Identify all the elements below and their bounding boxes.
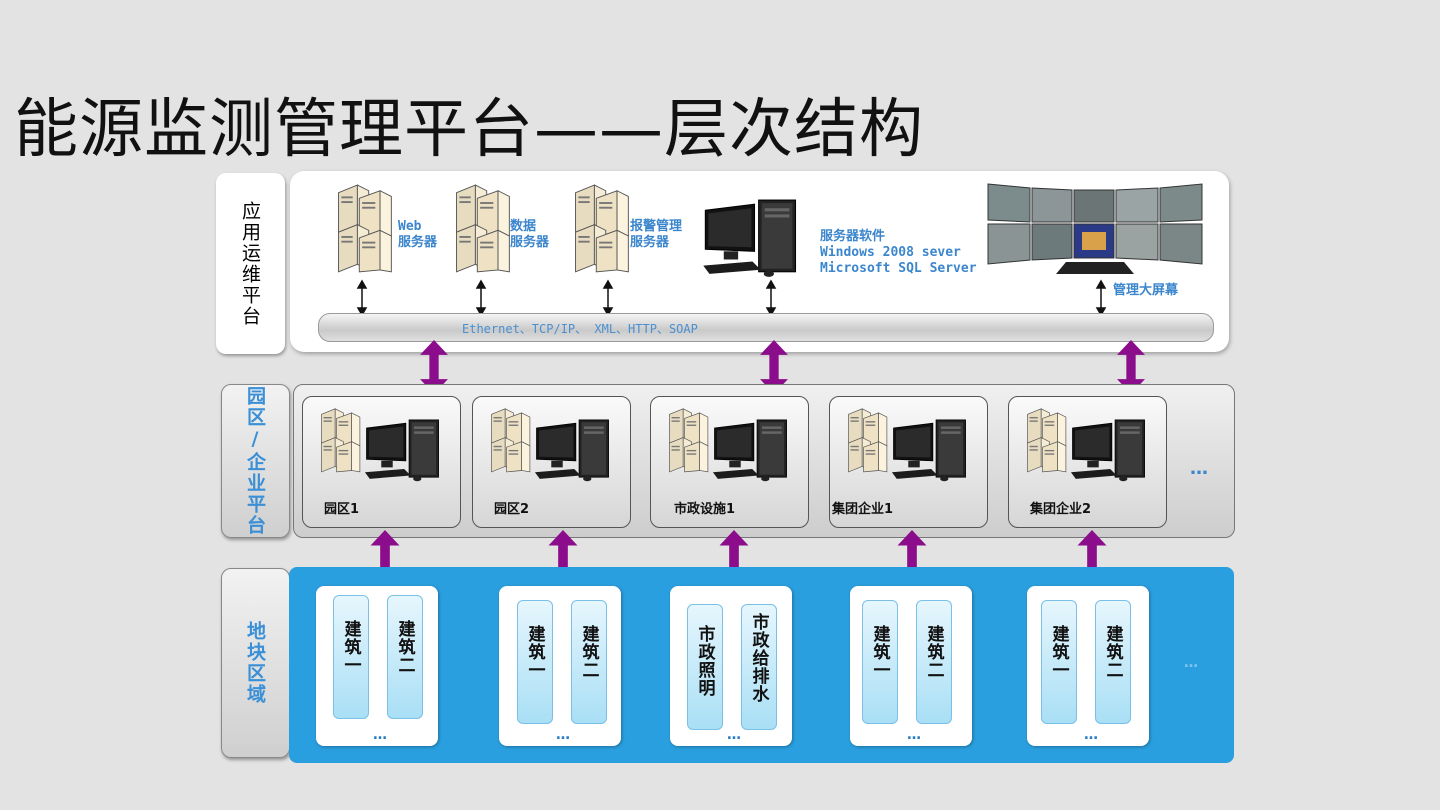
building-label: 市政给排水 [748, 613, 769, 703]
pc-icon [708, 418, 798, 484]
building-card: 建筑二 [1095, 600, 1131, 724]
software-label-line3: Microsoft SQL Server [820, 261, 977, 276]
data-server-label-line1: 数据 [510, 219, 537, 234]
data-server-label: 数据 服务器 [510, 219, 549, 251]
building-card: 建筑二 [387, 595, 423, 719]
building-card: 建筑一 [333, 595, 369, 719]
building-label: 市政照明 [694, 625, 715, 697]
network-bus [318, 313, 1214, 342]
server-icon [843, 402, 891, 478]
building-card: 市政照明 [687, 604, 723, 730]
layer-label-block-text: 地块区域 [244, 621, 266, 705]
pc-icon [1066, 418, 1156, 484]
pc-icon [530, 418, 620, 484]
software-label: 服务器软件 Windows 2008 sever Microsoft SQL S… [820, 229, 977, 277]
alarm-server-label-line2: 服务器 [630, 235, 670, 250]
software-label-line1: 服务器软件 [820, 229, 886, 244]
block-more-ellipsis: … [373, 727, 388, 743]
layer-label-park-text: 园区/企业平台 [244, 386, 266, 536]
site-label-2: 园区2 [494, 502, 530, 517]
building-card: 市政给排水 [741, 604, 777, 730]
server-icon [664, 402, 712, 478]
server-icon [486, 402, 534, 478]
alarm-server-label-line1: 报警管理 [630, 219, 683, 234]
site-label-5: 集团企业2 [1030, 502, 1092, 517]
bus-label: Ethernet、TCP/IP、 XML、HTTP、SOAP [462, 322, 698, 336]
building-label: 建筑一 [869, 625, 890, 679]
building-label: 建筑二 [394, 620, 415, 674]
pc-icon [360, 418, 450, 484]
alarm-server-label: 报警管理 服务器 [630, 219, 682, 251]
web-server-label: Web 服务器 [398, 219, 437, 251]
building-card: 建筑二 [916, 600, 952, 724]
video-wall-icon [987, 183, 1203, 274]
site-label-4: 集团企业1 [832, 502, 894, 517]
web-server-label-line1: Web [398, 219, 422, 234]
block-more-ellipsis: … [907, 727, 922, 743]
pc-icon [887, 418, 977, 484]
building-card: 建筑一 [862, 600, 898, 724]
building-card: 建筑一 [517, 600, 553, 724]
building-label: 建筑一 [524, 625, 545, 679]
server-icon [316, 402, 364, 478]
screen-label: 管理大屏幕 [1113, 283, 1179, 298]
block-more-ellipsis: … [727, 727, 742, 743]
layer-label-app: 应用运维平台 [216, 173, 285, 354]
building-label: 建筑一 [1048, 625, 1069, 679]
layer-label-block: 地块区域 [221, 568, 290, 758]
site-label-3: 市政设施1 [674, 502, 736, 517]
software-label-line2: Windows 2008 sever [820, 245, 961, 260]
building-card: 建筑一 [1041, 600, 1077, 724]
layer-label-park: 园区/企业平台 [221, 384, 290, 538]
page-title: 能源监测管理平台——层次结构 [14, 93, 924, 167]
more-blocks-ellipsis: … [1184, 655, 1199, 671]
block-more-ellipsis: … [1084, 727, 1099, 743]
building-label: 建筑二 [1102, 625, 1123, 679]
more-sites-ellipsis: … [1190, 458, 1208, 479]
building-card: 建筑二 [571, 600, 607, 724]
web-server-label-line2: 服务器 [398, 235, 438, 250]
server-icon [1022, 402, 1070, 478]
layer-label-app-text: 应用运维平台 [239, 200, 261, 327]
block-more-ellipsis: … [556, 727, 571, 743]
building-label: 建筑二 [578, 625, 599, 679]
site-label-1: 园区1 [324, 502, 360, 517]
building-label: 建筑一 [340, 620, 361, 674]
data-server-label-line2: 服务器 [510, 235, 550, 250]
building-label: 建筑二 [923, 625, 944, 679]
